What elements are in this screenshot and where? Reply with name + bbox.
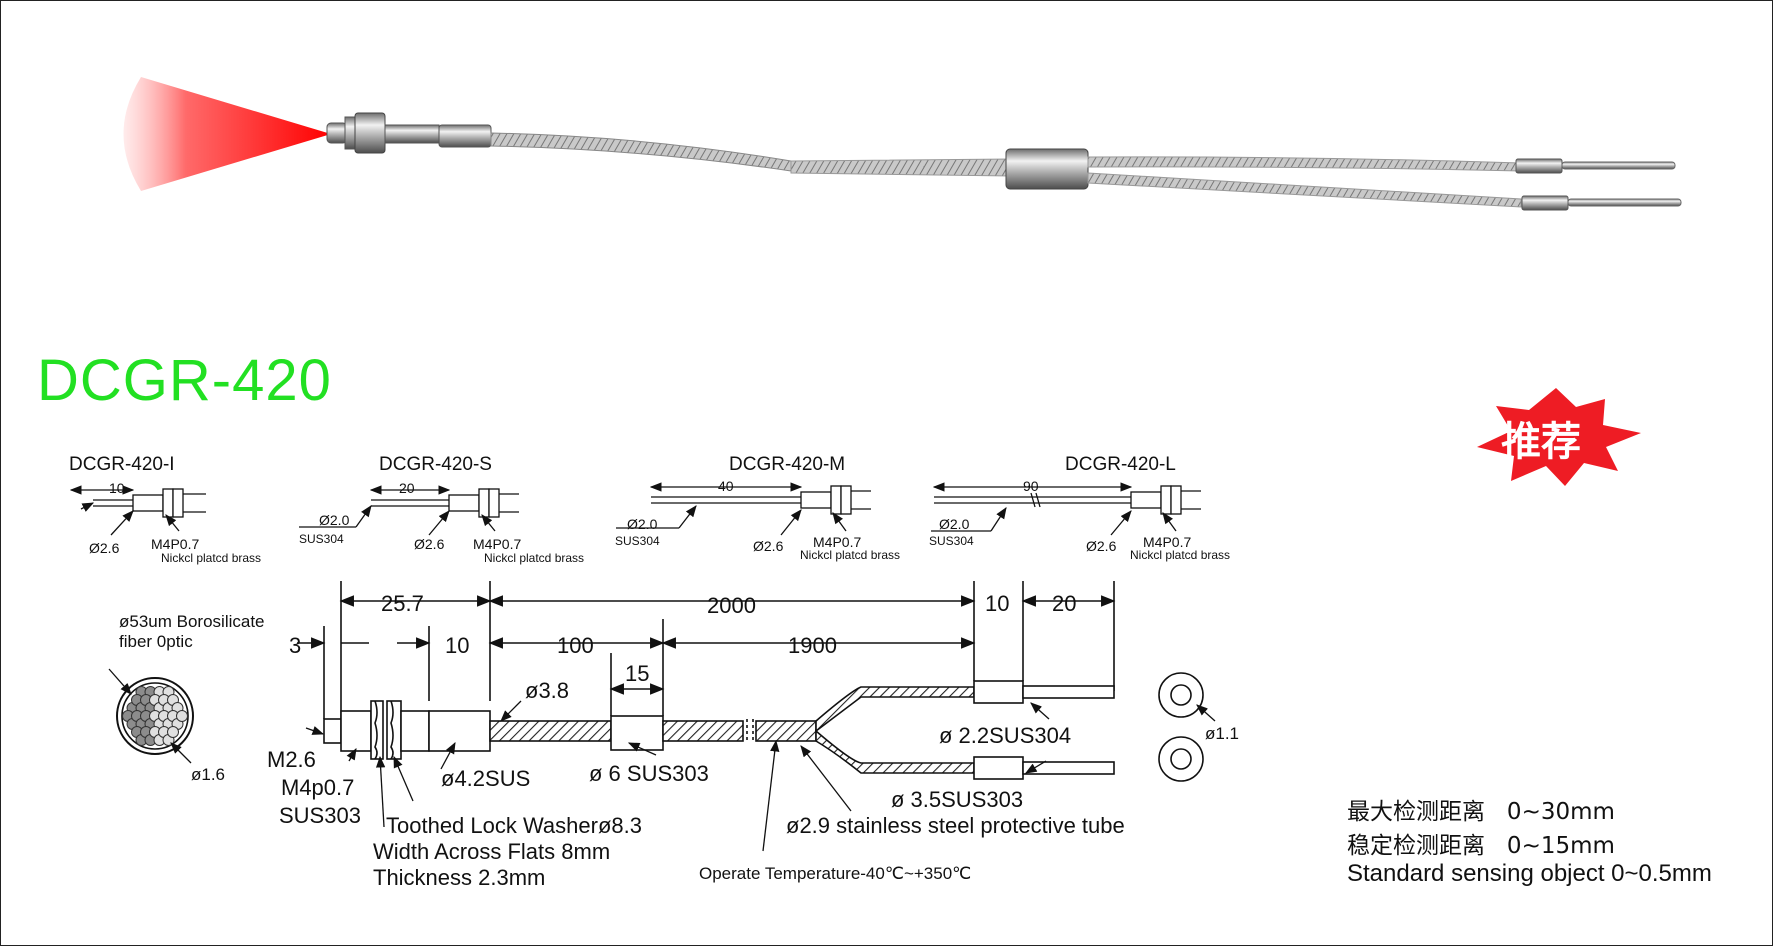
leaders <box>108 668 1216 852</box>
spec-max-distance: 最大检测距离 0~30mm <box>1347 799 1615 825</box>
sus-3-5: ø 3.5SUS303 <box>891 787 1023 812</box>
variant-m-thread: M4P0.7 <box>813 534 861 550</box>
dim-15: 15 <box>625 661 649 686</box>
variant-l-name: DCGR-420-L <box>1065 454 1176 475</box>
variant-drawings <box>69 482 1201 536</box>
variant-l-probe-dia: Ø2.0 <box>939 516 970 532</box>
sus303-label: SUS303 <box>279 803 361 828</box>
variant-s-thread: M4P0.7 <box>473 536 521 552</box>
variant-s-length: 20 <box>399 480 415 496</box>
dim-1900: 1900 <box>788 633 837 658</box>
variant-s-tube-dia: Ø2.6 <box>414 536 445 552</box>
sus-6: ø 6 SUS303 <box>589 761 709 786</box>
variant-m-drawing <box>616 482 871 536</box>
m4-thread: M4p0.7 <box>281 775 354 800</box>
variant-m-tube-dia: Ø2.6 <box>753 538 784 554</box>
variant-l-material: Nickcl platcd brass <box>1130 548 1230 562</box>
variant-s-probe-mat: SUS304 <box>299 532 344 546</box>
sus-2-2: ø 2.2SUS304 <box>939 723 1071 748</box>
variant-l-length: 90 <box>1023 478 1039 494</box>
variant-m-length: 40 <box>718 478 734 494</box>
variant-m-probe-dia: Ø2.0 <box>627 516 658 532</box>
main-labels: 25.7 2000 10 20 3 10 100 1900 15 ø53um B… <box>119 591 1239 890</box>
fiber-strand <box>167 726 179 738</box>
variant-m-material: Nickcl platcd brass <box>800 548 900 562</box>
variant-i-drawing <box>69 485 206 536</box>
variant-l-thread: M4P0.7 <box>1143 534 1191 550</box>
variant-i-length: 10 <box>109 480 125 496</box>
variant-l-drawing <box>931 482 1201 536</box>
spec-sensing-object: Standard sensing object 0~0.5mm <box>1347 860 1712 887</box>
recommend-badge-text: 推荐 <box>1501 419 1581 465</box>
fiber-label-1: ø53um Borosilicate <box>119 612 265 631</box>
variant-i-tube-dia: Ø2.6 <box>89 540 120 556</box>
spec-stable-distance: 稳定检测距离 0~15mm <box>1347 833 1615 859</box>
variant-s-name: DCGR-420-S <box>379 454 492 475</box>
m2-6: M2.6 <box>267 747 316 772</box>
variant-i-thread: M4P0.7 <box>151 536 199 552</box>
variant-i-material: Nickcl platcd brass <box>161 551 261 565</box>
washer-label: Toothed Lock Washerø8.3 <box>386 813 642 838</box>
dim-2000: 2000 <box>707 593 756 618</box>
dim-10-a: 10 <box>985 591 1009 616</box>
light-beam <box>123 77 331 191</box>
variant-m-probe-mat: SUS304 <box>615 534 660 548</box>
thickness-label: Thickness 2.3mm <box>373 865 545 890</box>
product-photo <box>123 77 1682 211</box>
dim-3: 3 <box>289 633 301 658</box>
flats-label: Width Across Flats 8mm <box>373 839 610 864</box>
variant-labels: DCGR-420-I 10 Ø2.6 M4P0.7 Nickcl platcd … <box>69 454 1230 565</box>
tip-dia: ø1.1 <box>1205 724 1239 743</box>
variant-l-tube-dia: Ø2.6 <box>1086 538 1117 554</box>
temp-label: Operate Temperature-40℃~+350℃ <box>699 864 971 883</box>
model-title: DCGR-420 <box>37 348 332 413</box>
tube-3-8: ø3.8 <box>525 678 569 703</box>
variant-s-material: Nickcl platcd brass <box>484 551 584 565</box>
dim-10-b: 10 <box>445 633 469 658</box>
variant-m-name: DCGR-420-M <box>729 454 845 475</box>
dim-100: 100 <box>557 633 594 658</box>
dim-20: 20 <box>1052 591 1076 616</box>
variant-s-drawing <box>299 485 519 536</box>
fiber-dia: ø1.6 <box>191 765 225 784</box>
fiber-strand <box>176 710 188 722</box>
recommend-badge-shape <box>1477 388 1641 486</box>
dim-25-7: 25.7 <box>381 591 424 616</box>
fiber-strands <box>122 686 188 746</box>
sus-4-2: ø4.2SUS <box>441 766 530 791</box>
fiber-label-2: fiber 0ptic <box>119 632 193 651</box>
tube-2-9: ø2.9 stainless steel protective tube <box>786 813 1125 838</box>
variant-i-name: DCGR-420-I <box>69 454 175 475</box>
variant-s-probe-dia: Ø2.0 <box>319 512 350 528</box>
variant-l-probe-mat: SUS304 <box>929 534 974 548</box>
